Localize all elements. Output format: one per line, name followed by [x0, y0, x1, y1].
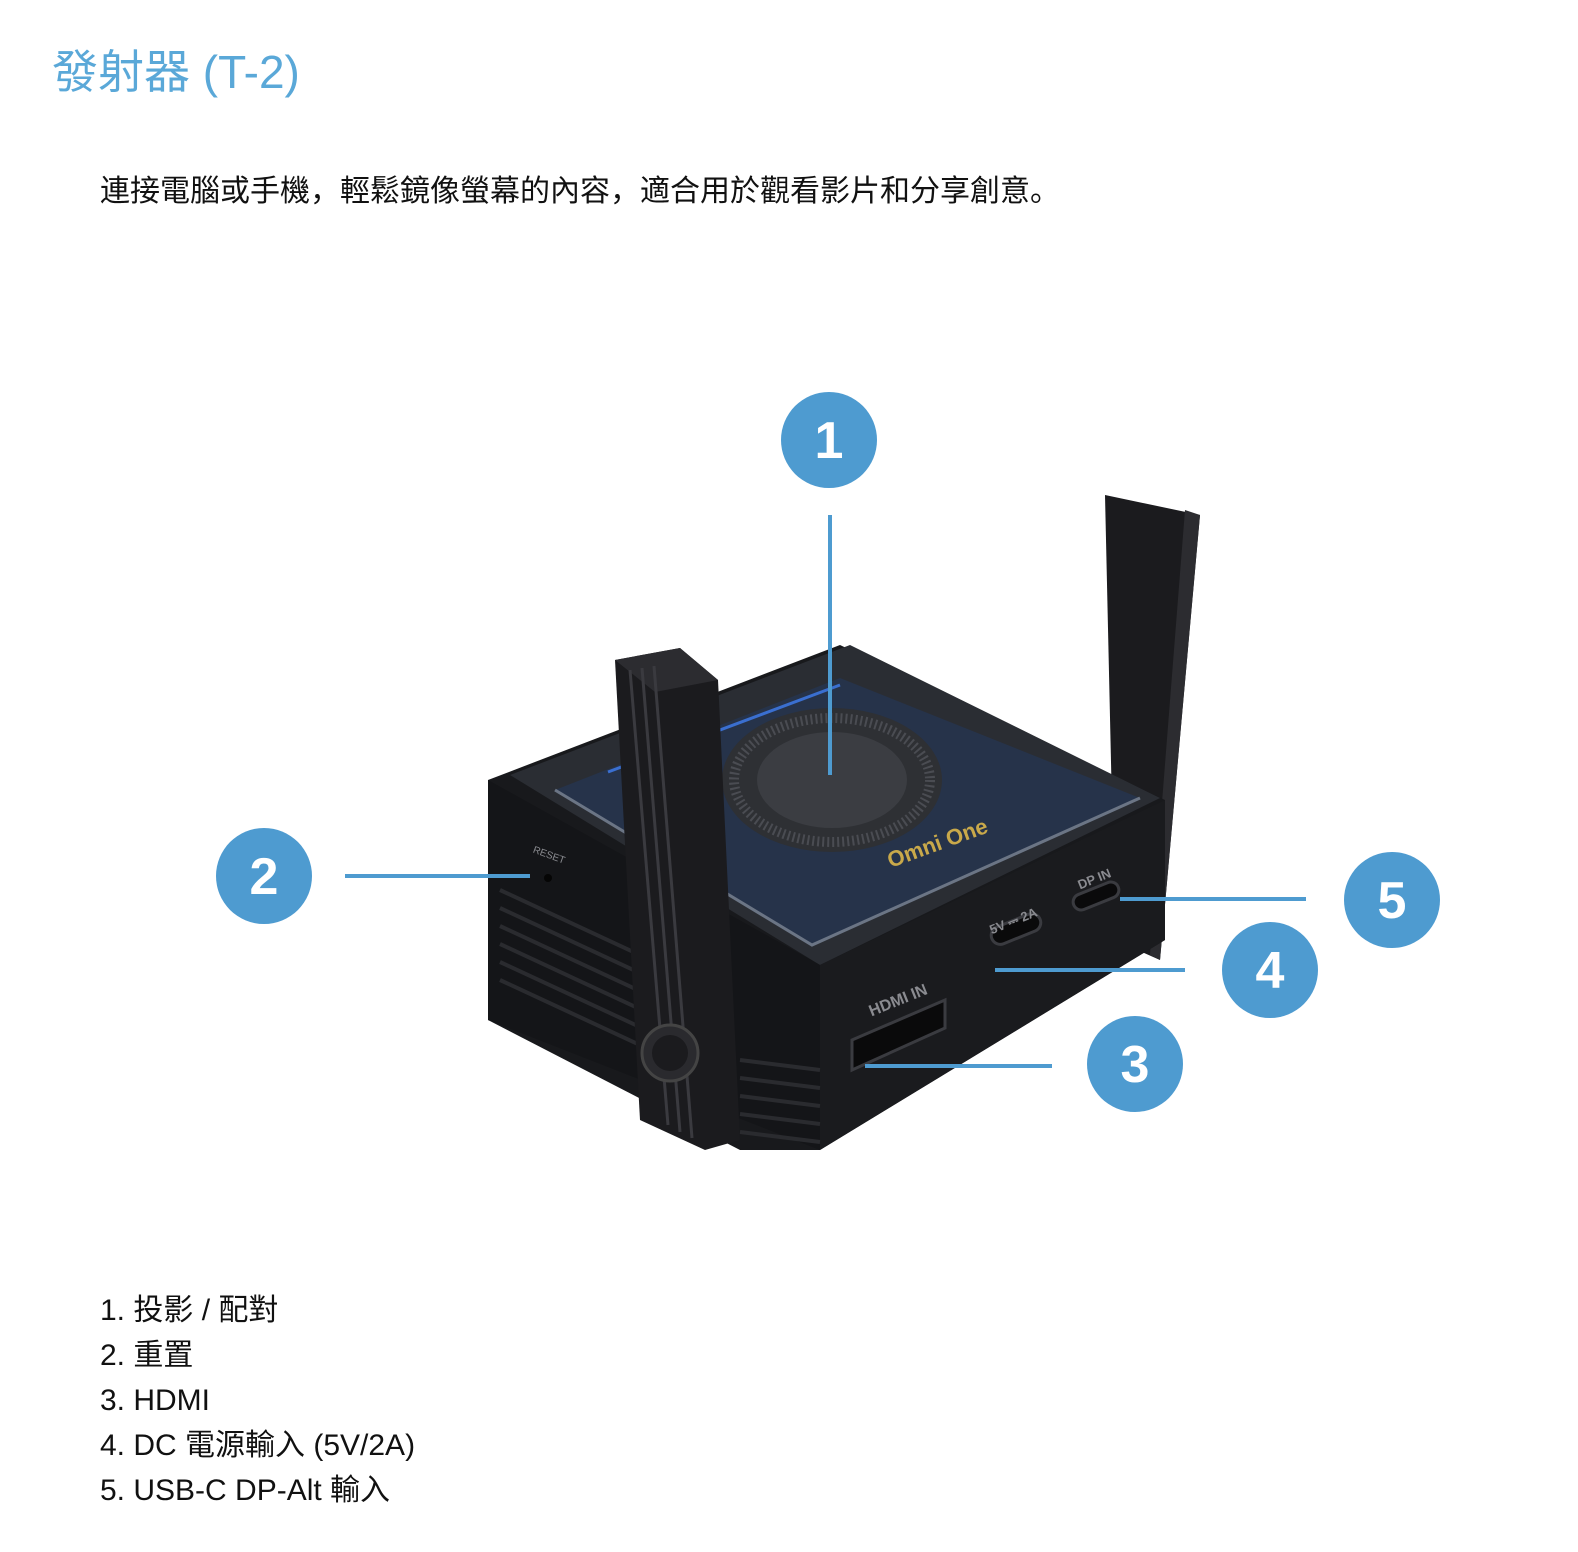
feature-list: 1. 投影 / 配對 2. 重置 3. HDMI 4. DC 電源輸入 (5V/… [100, 1288, 415, 1513]
callout-4: 4 [1222, 922, 1318, 1018]
list-item: 2. 重置 [100, 1339, 194, 1372]
intro-text: 連接電腦或手機，輕鬆鏡像螢幕的內容，適合用於觀看影片和分享創意。 [100, 175, 1060, 208]
list-item: 3. HDMI [100, 1384, 211, 1417]
product-diagram: Omni One RESET HDMI IN 5V ⎓ 2A DP IN [0, 380, 1578, 1180]
list-item: 5. USB-C DP-Alt 輸入 [100, 1474, 391, 1507]
callout-lines [345, 515, 1306, 1068]
callout-1: 1 [781, 392, 877, 488]
list-item: 4. DC 電源輸入 (5V/2A) [100, 1429, 416, 1462]
device-illustration: Omni One RESET HDMI IN 5V ⎓ 2A DP IN [216, 392, 1440, 1150]
callout-5: 5 [1344, 852, 1440, 948]
device-body [488, 645, 1165, 1150]
left-antenna [615, 648, 740, 1150]
callout-1-label: 1 [815, 412, 844, 470]
list-item: 1. 投影 / 配對 [100, 1294, 279, 1327]
callout-3-label: 3 [1121, 1036, 1150, 1094]
callout-3: 3 [1087, 1016, 1183, 1112]
callout-2-label: 2 [250, 848, 279, 906]
page-title: 發射器 (T-2) [52, 46, 300, 98]
callout-4-label: 4 [1256, 942, 1285, 1000]
callout-5-label: 5 [1378, 872, 1407, 930]
callout-2: 2 [216, 828, 312, 924]
